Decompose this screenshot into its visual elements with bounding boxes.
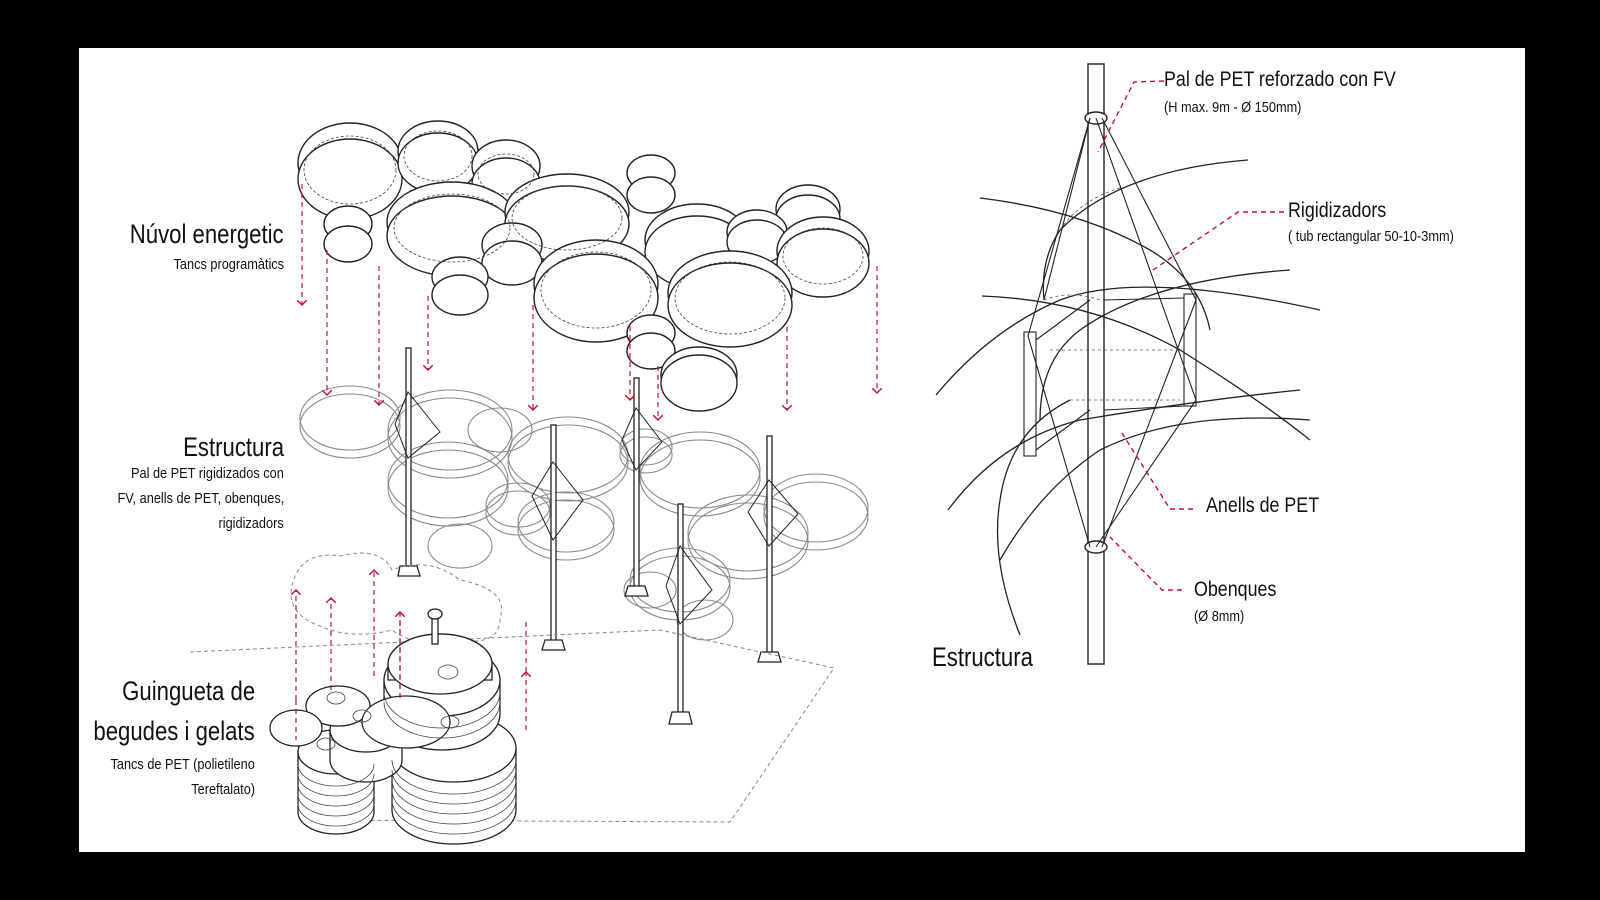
cloud-tank-details [303,130,864,335]
label-stays-sub: (Ø 8mm) [1194,608,1245,625]
kiosk-title-2: begudes i gelats [93,716,255,746]
kiosk-sub-1: Tancs de PET (polietileno [110,756,255,773]
detail-stays [1023,117,1197,548]
leader-extensions [295,612,527,740]
label-mast-sub: (H max. 9m - Ø 150mm) [1164,99,1302,116]
cloud-subtitle: Tancs programàtics [173,256,284,273]
structure-desc-2: FV, anells de PET, obenques, [117,490,284,507]
kiosk-bands [297,664,517,835]
kiosk-title-1: Guingueta de [122,676,255,706]
kiosk-tanks [269,608,517,845]
label-stiffeners-title: Rigidizadors [1288,199,1387,222]
detail-leaders [1097,80,1284,591]
kiosk-sub-2: Tereftalato) [191,781,255,798]
detail-rings [935,159,1321,636]
energy-cloud-tanks [297,120,870,412]
mast-stays [394,391,799,625]
label-stays-title: Obenques [1194,578,1277,601]
structure-desc-3: rigidizadors [218,515,284,532]
cloud-title: Núvol energetic [130,219,284,249]
label-rings-title: Anells de PET [1206,494,1320,517]
structure-desc-1: Pal de PET rigidizados con [131,465,284,482]
detail-title: Estructura [932,642,1033,672]
structure-title: Estructura [183,432,284,462]
label-stiffeners-sub: ( tub rectangular 50-10-3mm) [1288,228,1454,245]
structure-rings [299,385,869,641]
label-mast-title: Pal de PET reforzado con FV [1164,68,1396,91]
detail-mast [1084,63,1108,665]
